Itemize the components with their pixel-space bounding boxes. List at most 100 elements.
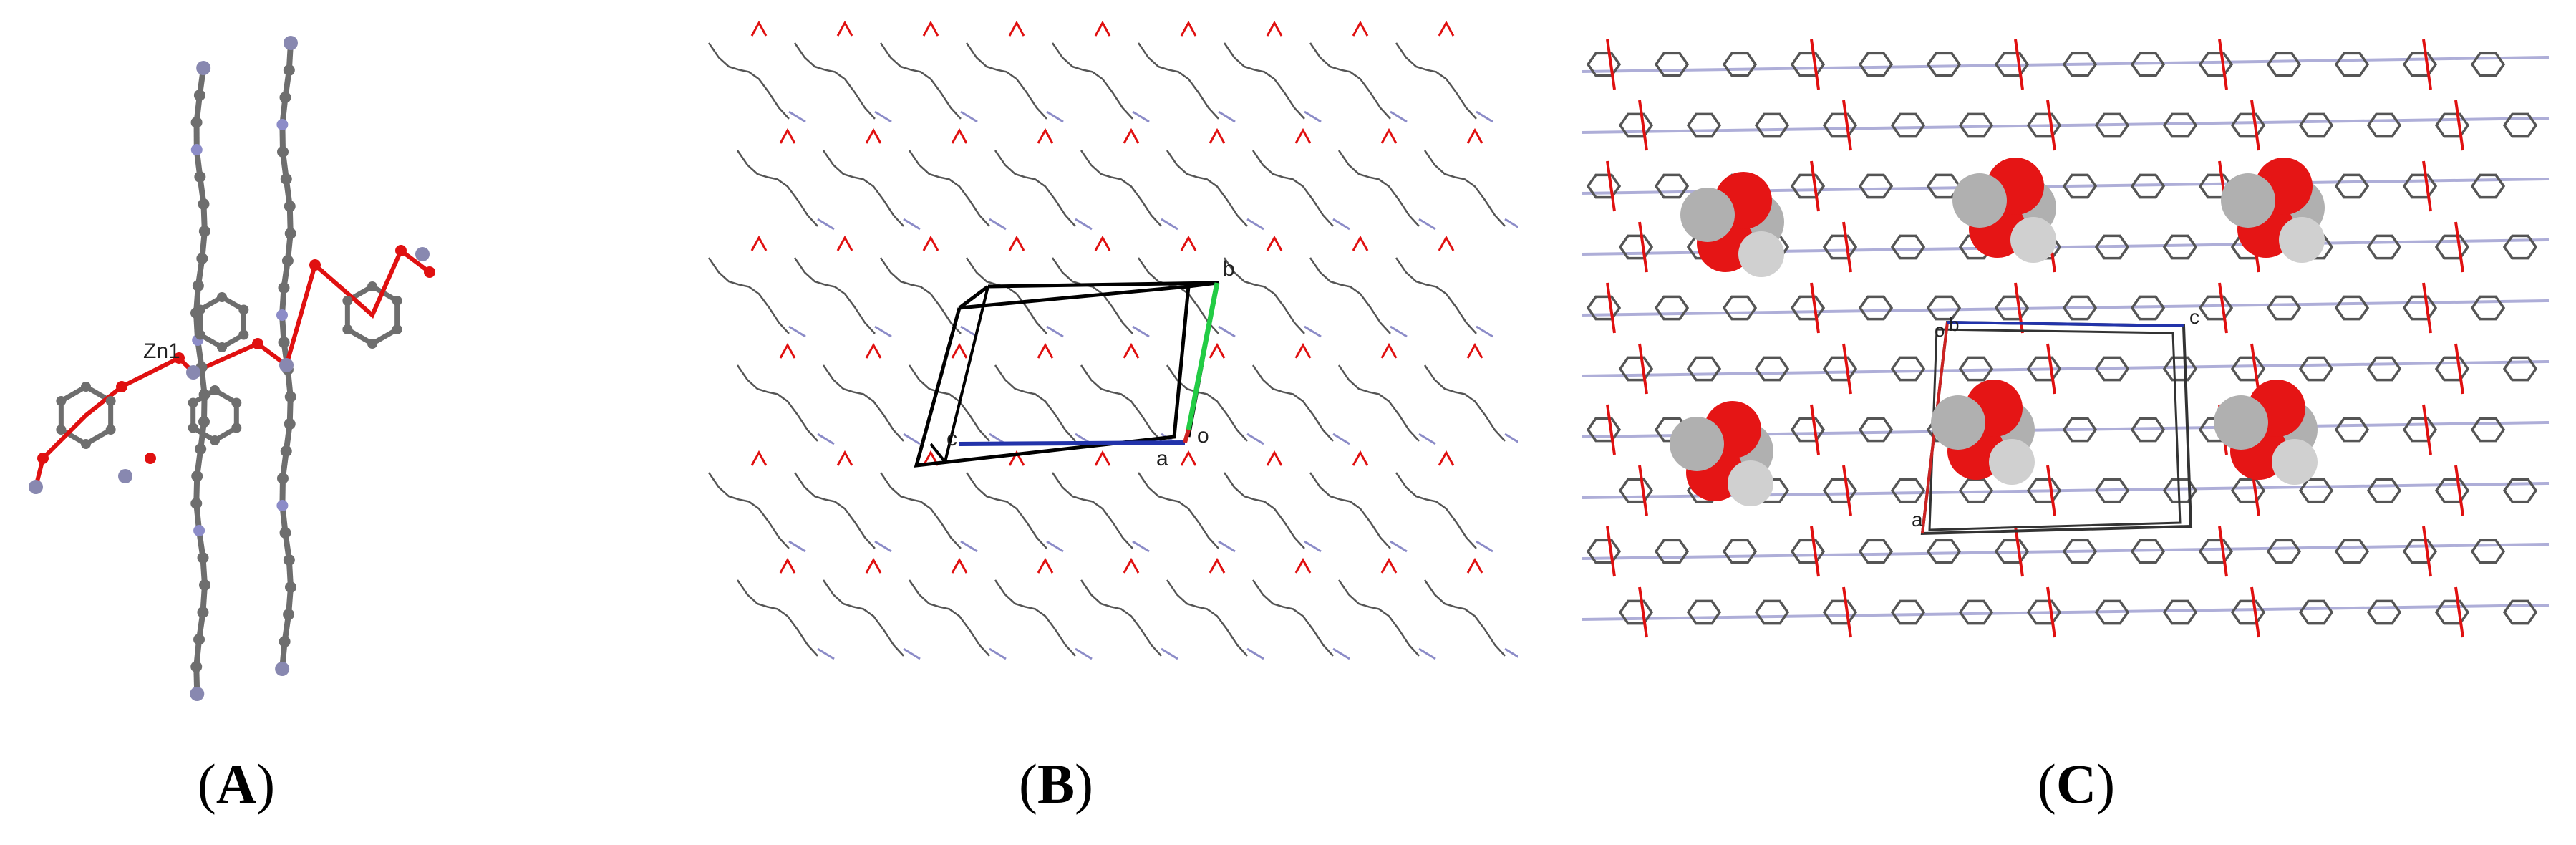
carboxylate-bond [1209, 342, 1226, 359]
benzene-ring [1654, 52, 1690, 77]
atom [81, 439, 91, 449]
azo-bond [1304, 540, 1322, 553]
axis-c-label: c [2189, 306, 2199, 328]
benzene-ring [1926, 52, 1962, 77]
atom [392, 296, 402, 306]
atom [283, 64, 295, 76]
carboxylate-bond [1380, 342, 1398, 359]
benzene-ring [1654, 295, 1690, 321]
chain-segment [793, 42, 876, 120]
zinc-atom [275, 662, 290, 676]
chain-segment [1337, 579, 1420, 657]
chain-segment [994, 364, 1076, 442]
carboxylate-bond [2422, 39, 2432, 90]
azo-bond [817, 647, 835, 660]
chain-segment [879, 257, 962, 334]
chain-segment [1080, 150, 1162, 227]
benzene-ring [2402, 173, 2438, 199]
carboxylate-bond [1209, 127, 1226, 144]
carboxylate-bond [1438, 235, 1455, 251]
azo-bond [1504, 647, 1518, 658]
benzene-ring [1722, 52, 1758, 77]
azo-bond [1075, 218, 1093, 231]
chain-segment [1251, 579, 1334, 657]
carboxylate-bond [1638, 586, 1648, 638]
panel-c-solvent-molecules [1670, 158, 2325, 506]
chain-segment [908, 364, 990, 442]
carboxylate-bond [836, 235, 853, 251]
azo-bond [1390, 110, 1408, 123]
chain-segment [994, 150, 1076, 227]
carboxylate-bond [1466, 557, 1483, 574]
azo-bond [1161, 647, 1178, 660]
benzene-ring [2334, 173, 2370, 199]
azo-bond [817, 433, 835, 445]
carboxylate-bond [1037, 127, 1054, 144]
benzene-ring [2434, 234, 2470, 260]
carboxylate-bond [1180, 235, 1197, 251]
atom [276, 309, 289, 321]
chain-segment [1395, 257, 1477, 334]
zinc-atom [279, 358, 294, 372]
azo-bond [1304, 325, 1322, 338]
chain-segment [1251, 364, 1334, 442]
azo-bond [1304, 110, 1322, 123]
benzene-ring [1958, 112, 1994, 138]
azo-bond [1075, 647, 1093, 660]
benzene-ring [2130, 417, 2166, 443]
carboxylate-bond [836, 20, 853, 37]
carboxylate-bond [1180, 20, 1197, 37]
benzene-ring [1754, 112, 1790, 138]
carbon-sphere [1931, 395, 1985, 450]
zinc-atom [186, 365, 200, 380]
benzene-ring [1654, 539, 1690, 564]
benzene-ring [2162, 599, 2198, 625]
atom [284, 418, 296, 430]
zinc-atom [196, 61, 211, 75]
atom [284, 391, 296, 402]
carboxylate-bond [779, 342, 796, 359]
benzene-ring [2266, 539, 2302, 564]
carboxylate-bond [750, 235, 768, 251]
atom [193, 525, 205, 536]
carboxylate-bond [1294, 342, 1312, 359]
benzene-ring [2062, 52, 2098, 77]
chain-segment [1423, 150, 1506, 227]
carboxylate-bond [1352, 450, 1369, 466]
benzene-ring [2062, 173, 2098, 199]
carboxylate-bond [2218, 282, 2228, 334]
axis-b-label: b [1949, 314, 1959, 335]
hydrogen-sphere [2272, 439, 2318, 485]
azo-bond [788, 110, 806, 123]
atom [193, 634, 205, 645]
atom [197, 552, 209, 564]
atom [238, 304, 249, 315]
chain-segment [822, 150, 904, 227]
chain-segment [822, 579, 904, 657]
caption-b: (B) [1019, 753, 1093, 815]
carboxylate-bond [1638, 100, 1648, 151]
carboxylate-bond [1094, 20, 1111, 37]
carboxylate-bond [865, 557, 882, 574]
benzene-ring [2266, 52, 2302, 77]
carboxylate-bond [1438, 450, 1455, 466]
benzene-ring [1790, 173, 1826, 199]
benzene-ring [2094, 112, 2130, 138]
azo-bond [960, 540, 978, 553]
panel-c-framework [1582, 39, 2550, 638]
azo-bond [1332, 218, 1350, 231]
carboxylate-bond [1294, 557, 1312, 574]
azo-bond [989, 218, 1007, 231]
carboxylate-bond [1810, 39, 1820, 90]
carboxylate-bond [951, 127, 968, 144]
benzene-ring [198, 294, 246, 351]
oxygen-atom [37, 453, 49, 464]
carbon-sphere [1952, 173, 2007, 228]
atom [198, 226, 210, 237]
carboxylate-bond [836, 450, 853, 466]
azo-bond [1418, 433, 1436, 445]
carboxylate-bond [2250, 343, 2260, 395]
carboxylate-bond [2014, 39, 2024, 90]
azo-bond [1476, 325, 1493, 338]
carboxylate-bond [1008, 20, 1025, 37]
